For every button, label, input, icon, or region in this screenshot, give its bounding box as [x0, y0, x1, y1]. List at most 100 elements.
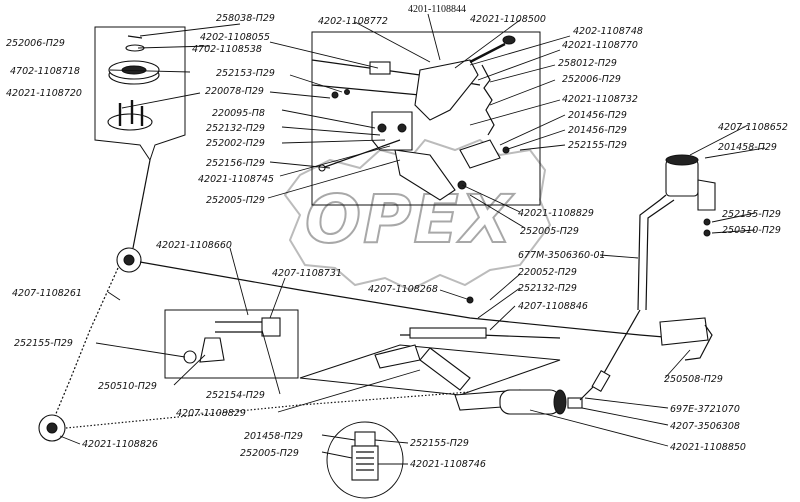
label-4207-1108268: 4207-1108268 — [368, 284, 438, 295]
label-252156: 252156-П29 — [206, 158, 265, 169]
label-4202-1108772: 4202-1108772 — [318, 16, 388, 27]
label-42021-1108826: 42021-1108826 — [82, 439, 158, 450]
fitting-nut-part — [261, 317, 281, 337]
fitting-inset-frame — [164, 309, 299, 379]
valve-pipe — [637, 194, 667, 311]
label-4702-1108538: 4702-1108538 — [192, 44, 262, 55]
spring-part — [481, 64, 495, 136]
label-4202-1108055: 4202-1108055 — [200, 32, 270, 43]
bracket-hole-2 — [397, 123, 407, 133]
lever-knob — [502, 35, 516, 45]
label-4207-1108652: 4207-1108652 — [718, 122, 788, 133]
lower-reel-hub — [46, 422, 58, 434]
label-4207-1108731: 4207-1108731 — [272, 268, 342, 279]
fitting-circle-inset — [326, 421, 404, 499]
label-4207-3506308: 4207-3506308 — [670, 421, 740, 432]
bolt-part — [331, 91, 339, 99]
label-42021-1108660: 42021-1108660 — [156, 240, 232, 251]
label-252005-mid: 252005-П29 — [520, 226, 579, 237]
leader-lines — [59, 19, 766, 465]
circle-body-part — [351, 445, 379, 481]
label-201458-upper: 201458-П29 — [718, 142, 777, 153]
label-220095: 220095-П8 — [212, 108, 265, 119]
label-677m: 677М-3506360-01 — [518, 250, 606, 261]
label-42021-1108746: 42021-1108746 — [410, 459, 486, 470]
valve-cap-part — [665, 154, 699, 166]
label-4207-1108261: 4207-1108261 — [12, 288, 82, 299]
clamp-tube — [684, 324, 713, 361]
lever-arm — [469, 42, 506, 64]
label-252153: 252153-П29 — [216, 68, 275, 79]
watermark-text: OPEX — [305, 181, 515, 258]
upper-mechanism — [311, 31, 541, 206]
watermark-gear — [283, 138, 552, 292]
circle-inset-frame — [326, 421, 404, 499]
upper-reel-hub — [123, 254, 135, 266]
label-250508: 250508-П29 — [664, 374, 723, 385]
washer-small-part — [344, 89, 350, 95]
pipe-nut-part — [591, 369, 611, 393]
upper-rail-2 — [311, 84, 421, 96]
rod-sleeve-part — [409, 327, 487, 339]
fitting-elbow-part — [199, 337, 225, 363]
label-252155-upper: 252155-П29 — [568, 140, 627, 151]
label-252155-left: 252155-П29 — [14, 338, 73, 349]
valve-assembly — [637, 154, 716, 311]
cable-left-dotted — [54, 267, 119, 417]
fitting-tube — [215, 321, 270, 333]
link-arm-part — [374, 344, 421, 369]
label-697e: 697Е-3721070 — [670, 404, 740, 415]
lower-cable — [65, 391, 471, 429]
label-252006-top-left: 252006-П29 — [6, 38, 65, 49]
valve-nut-a — [703, 218, 711, 226]
label-258012: 258012-П29 — [558, 58, 617, 69]
bracket-hole — [377, 123, 387, 133]
label-42021-1108850: 42021-1108850 — [670, 442, 746, 453]
rod-end — [318, 164, 326, 172]
bracket-part — [371, 111, 413, 151]
label-252132-upper: 252132-П29 — [206, 123, 265, 134]
title-leader — [427, 13, 441, 61]
label-42021-1108500: 42021-1108500 — [470, 14, 546, 25]
fitting-inset — [164, 309, 299, 379]
pivot-arm-part — [419, 347, 471, 391]
lever-part — [414, 59, 479, 121]
spring-washer-part — [127, 35, 143, 39]
reel-link-line — [132, 159, 151, 249]
label-201456-b: 201456-П29 — [568, 125, 627, 136]
pipe-to-cylinder — [579, 309, 641, 401]
label-250510-right: 250510-П29 — [722, 225, 781, 236]
base-plate-part — [107, 113, 153, 131]
label-4202-1108748: 4202-1108748 — [573, 26, 643, 37]
lower-bracket-part — [394, 149, 456, 201]
cylinder-cap-part — [553, 389, 567, 415]
label-201456-a: 201456-П29 — [568, 110, 627, 121]
clamp-part — [659, 317, 709, 346]
diagram-title: 4201-1108844 — [408, 4, 466, 15]
pulley-inset-frame — [94, 26, 186, 162]
label-252006-right: 252006-П29 — [562, 74, 621, 85]
valve-nut-b — [703, 229, 711, 237]
label-42021-1108829: 42021-1108829 — [518, 208, 594, 219]
label-4702-1108718: 4702-1108718 — [10, 66, 80, 77]
fitting-end-part — [183, 350, 197, 364]
label-4207-1108829: 4207-1108829 — [176, 408, 246, 419]
label-220052: 220052-П29 — [518, 267, 577, 278]
cable-reels — [38, 159, 151, 442]
label-42021-1108770: 42021-1108770 — [562, 40, 638, 51]
lower-mechanism — [299, 296, 713, 415]
label-201458-lower: 201458-П29 — [244, 431, 303, 442]
label-252002: 252002-П29 — [206, 138, 265, 149]
label-4207-1108846: 4207-1108846 — [518, 301, 588, 312]
label-252155-right: 252155-П29 — [722, 209, 781, 220]
label-252132-lower: 252132-П29 — [518, 283, 577, 294]
valve-bracket-part — [697, 179, 716, 211]
lower-panel-frame — [299, 344, 561, 396]
label-252005-upper: 252005-П29 — [206, 195, 265, 206]
label-252154: 252154-П29 — [206, 390, 265, 401]
label-220078: 220078-П29 — [205, 86, 264, 97]
label-42021-1108720: 42021-1108720 — [6, 88, 82, 99]
label-258038: 258038-П29 — [216, 13, 275, 24]
